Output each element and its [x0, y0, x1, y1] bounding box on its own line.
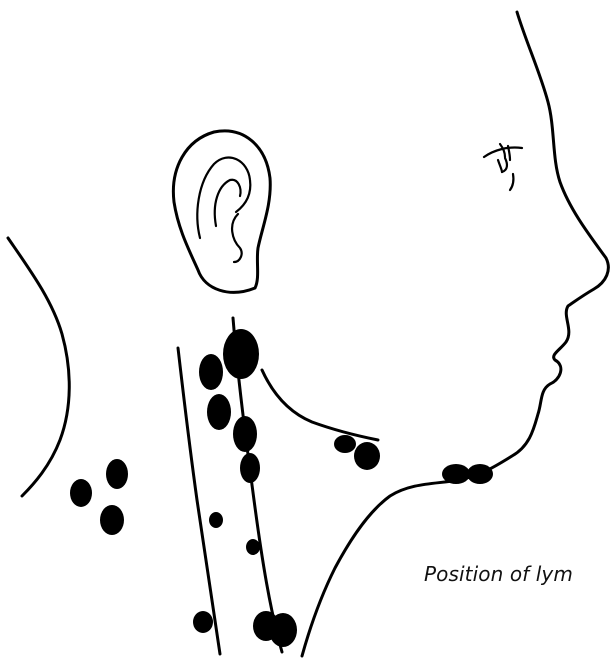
ear-icon — [173, 131, 270, 292]
lymph-node-occipital-2 — [70, 479, 92, 507]
lymph-node-supraclavicular-3 — [269, 613, 297, 647]
lymph-node-occipital-3 — [100, 505, 124, 535]
lymph-node-jugular-middle — [233, 416, 257, 452]
back-of-head-outline — [8, 238, 69, 496]
eye-icon — [484, 144, 522, 190]
lymph-node-submental-2 — [467, 464, 493, 484]
lymph-node-posterior-2 — [246, 539, 260, 555]
figure-caption: Position of lym — [424, 562, 614, 586]
jaw-line — [262, 370, 378, 440]
lymph-node-preauricular — [223, 329, 259, 379]
lymph-node-jugular-upper — [207, 394, 231, 430]
lymph-node-submandibular-2 — [354, 442, 380, 470]
lymph-node-submandibular-1 — [334, 435, 356, 453]
lymph-node-submental-1 — [442, 464, 470, 484]
lymph-node-parotid — [199, 354, 223, 390]
neck-muscle-line-back — [178, 348, 220, 654]
lymph-nodes — [70, 329, 493, 647]
lymph-node-occipital-1 — [106, 459, 128, 489]
lymph-node-jugular-lower — [240, 453, 260, 483]
lymph-node-posterior-1 — [209, 512, 223, 528]
face-profile-outline — [302, 12, 608, 656]
lymph-node-supraclavicular-1 — [193, 611, 213, 633]
